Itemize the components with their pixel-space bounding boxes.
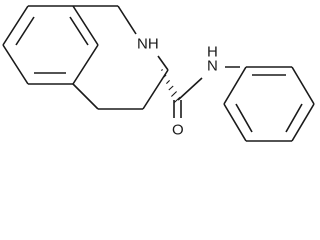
carboxamide-group	[173, 77, 203, 118]
amine-nh-label: NH	[137, 36, 159, 53]
benzo-ring	[2, 5, 99, 85]
double-bond-inner	[285, 103, 303, 133]
bond	[72, 44, 99, 85]
hash-line	[161, 68, 163, 72]
amide-n-label: N	[207, 58, 218, 75]
phenyl-clear	[240, 60, 320, 148]
chemical-structure-diagram: NH N H O	[2, 5, 320, 148]
hash-line	[171, 91, 177, 97]
bond	[223, 66, 247, 105]
bond	[2, 44, 29, 85]
hash-line	[166, 80, 170, 84]
bond	[223, 103, 247, 142]
bond	[291, 103, 315, 142]
hash-line	[163, 74, 167, 78]
double-bond-inner	[69, 16, 89, 46]
hash-line	[168, 85, 174, 91]
double-bond-inner	[15, 16, 35, 46]
double-bond-inner	[235, 103, 253, 133]
amide-h-label: H	[207, 44, 218, 61]
bond	[72, 83, 99, 110]
phenyl-hexagon	[223, 60, 320, 148]
bond	[72, 5, 99, 46]
bond	[157, 55, 169, 71]
bond	[2, 5, 29, 46]
piperidine-ring	[72, 5, 169, 110]
bond	[142, 69, 169, 110]
carbonyl-o-label: O	[172, 122, 184, 139]
bond	[291, 66, 315, 105]
amide-bond	[177, 77, 203, 101]
bond	[117, 5, 137, 35]
atom-labels: NH N H O	[137, 36, 218, 139]
